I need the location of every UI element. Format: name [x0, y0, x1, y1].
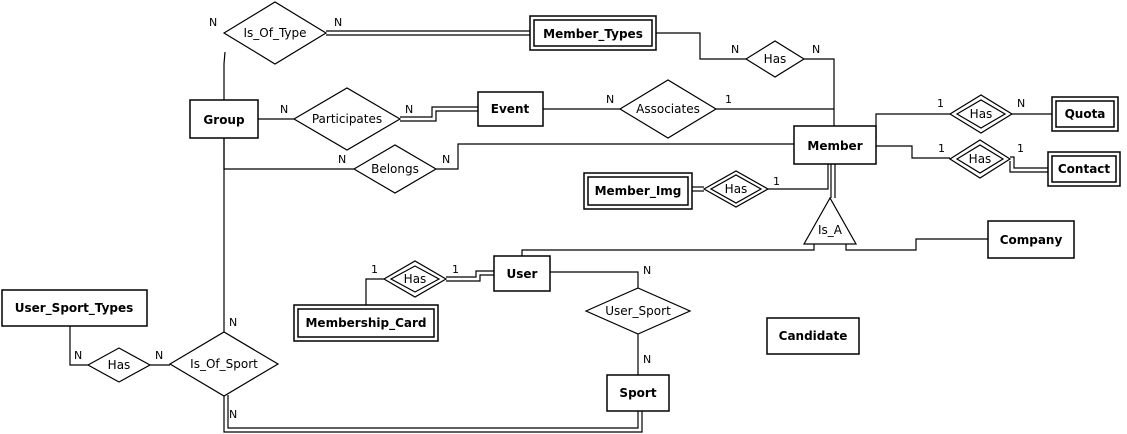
- cardinality-label: N: [74, 349, 82, 362]
- line-has-user-a: [446, 270, 494, 278]
- entity-label: Contact: [1058, 162, 1111, 176]
- line-member-has-contact: [876, 145, 950, 159]
- entity-contact: Contact: [1047, 151, 1121, 187]
- entity-label: User_Sport_Types: [15, 301, 134, 316]
- relationship-label: Participates: [312, 112, 382, 126]
- cardinality-label: N: [338, 153, 346, 166]
- entity-label: Group: [203, 113, 245, 127]
- cardinality-label: N: [280, 103, 288, 116]
- relationship-label: Is_Of_Type: [243, 26, 306, 40]
- isa-label: Is_A: [818, 223, 843, 237]
- relationship-has-user-sport-types: Has: [86, 347, 152, 383]
- entity-label: Quota: [1065, 107, 1106, 121]
- cardinality-label: N: [334, 16, 342, 29]
- relationship-associates: Associates: [618, 79, 718, 139]
- connectors: [69, 30, 1052, 433]
- cardinality-label: N: [731, 43, 739, 56]
- cardinality-label: 1: [452, 263, 459, 276]
- entity-label: User: [507, 267, 538, 281]
- line-group-is-of-type: [223, 51, 226, 100]
- cardinality-label: N: [442, 153, 450, 166]
- entity-event: Event: [477, 91, 544, 127]
- entity-member: Member: [793, 125, 877, 165]
- cardinality-label: N: [229, 316, 237, 329]
- relationship-is-of-type: Is_Of_Type: [222, 1, 328, 65]
- entity-label: Member: [807, 139, 862, 153]
- relationship-user-sport: User_Sport: [584, 287, 692, 335]
- cardinality-label: 1: [371, 263, 378, 276]
- entity-member-types: Member_Types: [529, 15, 657, 51]
- line-is-of-sport-sport-a: [223, 395, 643, 433]
- cardinality-label: N: [209, 16, 217, 29]
- cardinality-label: N: [643, 353, 651, 366]
- cardinality-label: N: [229, 408, 237, 421]
- relationship-has-quota: Has: [948, 94, 1014, 134]
- entity-user: User: [493, 255, 551, 292]
- relationship-label: Associates: [636, 102, 700, 116]
- line-is-a-user: [521, 244, 815, 258]
- entity-group: Group: [189, 99, 259, 139]
- entity-label: Member_Img: [595, 184, 682, 199]
- entity-quota: Quota: [1051, 96, 1119, 132]
- cardinality-label: 1: [937, 97, 944, 110]
- relationship-participates: Participates: [292, 87, 402, 151]
- line-is-of-sport-sport-b: [227, 395, 639, 429]
- cardinality-label: N: [155, 349, 163, 362]
- relationship-has-member-types: Has: [744, 40, 806, 78]
- relationship-label: Has: [108, 358, 131, 372]
- relationship-label: Has: [404, 272, 427, 286]
- entity-company: Company: [987, 220, 1075, 259]
- relationship-label: User_Sport: [605, 304, 671, 318]
- relationship-label: Belongs: [371, 162, 419, 176]
- entity-user-sport-types: User_Sport_Types: [1, 289, 148, 327]
- entity-label: Candidate: [779, 329, 848, 343]
- cardinality-label: 1: [773, 175, 780, 188]
- line-ust-has: [69, 326, 88, 366]
- line-has-contact-b: [1009, 161, 1048, 173]
- cardinality-labels: N N N N N N N 1 N N 1 N 1 1 1 1 1 N N N …: [74, 16, 1025, 421]
- cardinality-label: 1: [1017, 142, 1024, 155]
- cardinality-label: N: [606, 93, 614, 106]
- relationship-label: Has: [969, 152, 992, 166]
- cardinality-label: 1: [938, 142, 945, 155]
- isa-triangle: Is_A: [802, 196, 858, 245]
- line-has-member-img-member: [768, 164, 829, 190]
- cardinality-label: N: [812, 43, 820, 56]
- entity-label: Event: [491, 102, 530, 116]
- relationship-is-of-sport: Is_Of_Sport: [168, 331, 280, 397]
- line-has-member: [804, 58, 835, 126]
- line-has-user-b: [446, 274, 494, 282]
- entity-label: Member_Types: [543, 27, 643, 42]
- line-participates-event-b: [400, 110, 478, 122]
- entity-membership-card: Membership_Card: [293, 304, 439, 342]
- relationship-belongs: Belongs: [352, 144, 438, 194]
- entity-candidate: Candidate: [766, 317, 860, 355]
- line-member-has-quota: [875, 113, 950, 140]
- entity-label: Sport: [619, 386, 656, 400]
- relationship-has-contact: Has: [948, 139, 1012, 179]
- entity-member-img: Member_Img: [583, 172, 693, 210]
- relationship-label: Is_Of_Sport: [190, 357, 258, 371]
- relationship-label: Has: [764, 52, 787, 66]
- relationship-label: Has: [970, 107, 993, 121]
- line-is-a-company: [845, 238, 988, 251]
- cardinality-label: N: [1017, 97, 1025, 110]
- entity-label: Membership_Card: [305, 316, 426, 331]
- cardinality-label: N: [405, 103, 413, 116]
- line-has-contact-a: [1010, 156, 1048, 169]
- entity-label: Company: [1000, 233, 1063, 247]
- line-member-types-has: [656, 32, 746, 60]
- line-user-user-sport: [550, 271, 639, 288]
- line-participates-event-a: [400, 106, 478, 118]
- entity-sport: Sport: [606, 374, 670, 412]
- relationship-has-member-img: Has: [702, 170, 770, 208]
- line-belongs-member: [436, 143, 794, 170]
- relationship-has-membership-card: Has: [382, 260, 448, 298]
- line-card-has: [365, 278, 384, 305]
- relationship-label: Has: [725, 182, 748, 196]
- cardinality-label: N: [643, 264, 651, 277]
- cardinality-label: 1: [725, 93, 732, 106]
